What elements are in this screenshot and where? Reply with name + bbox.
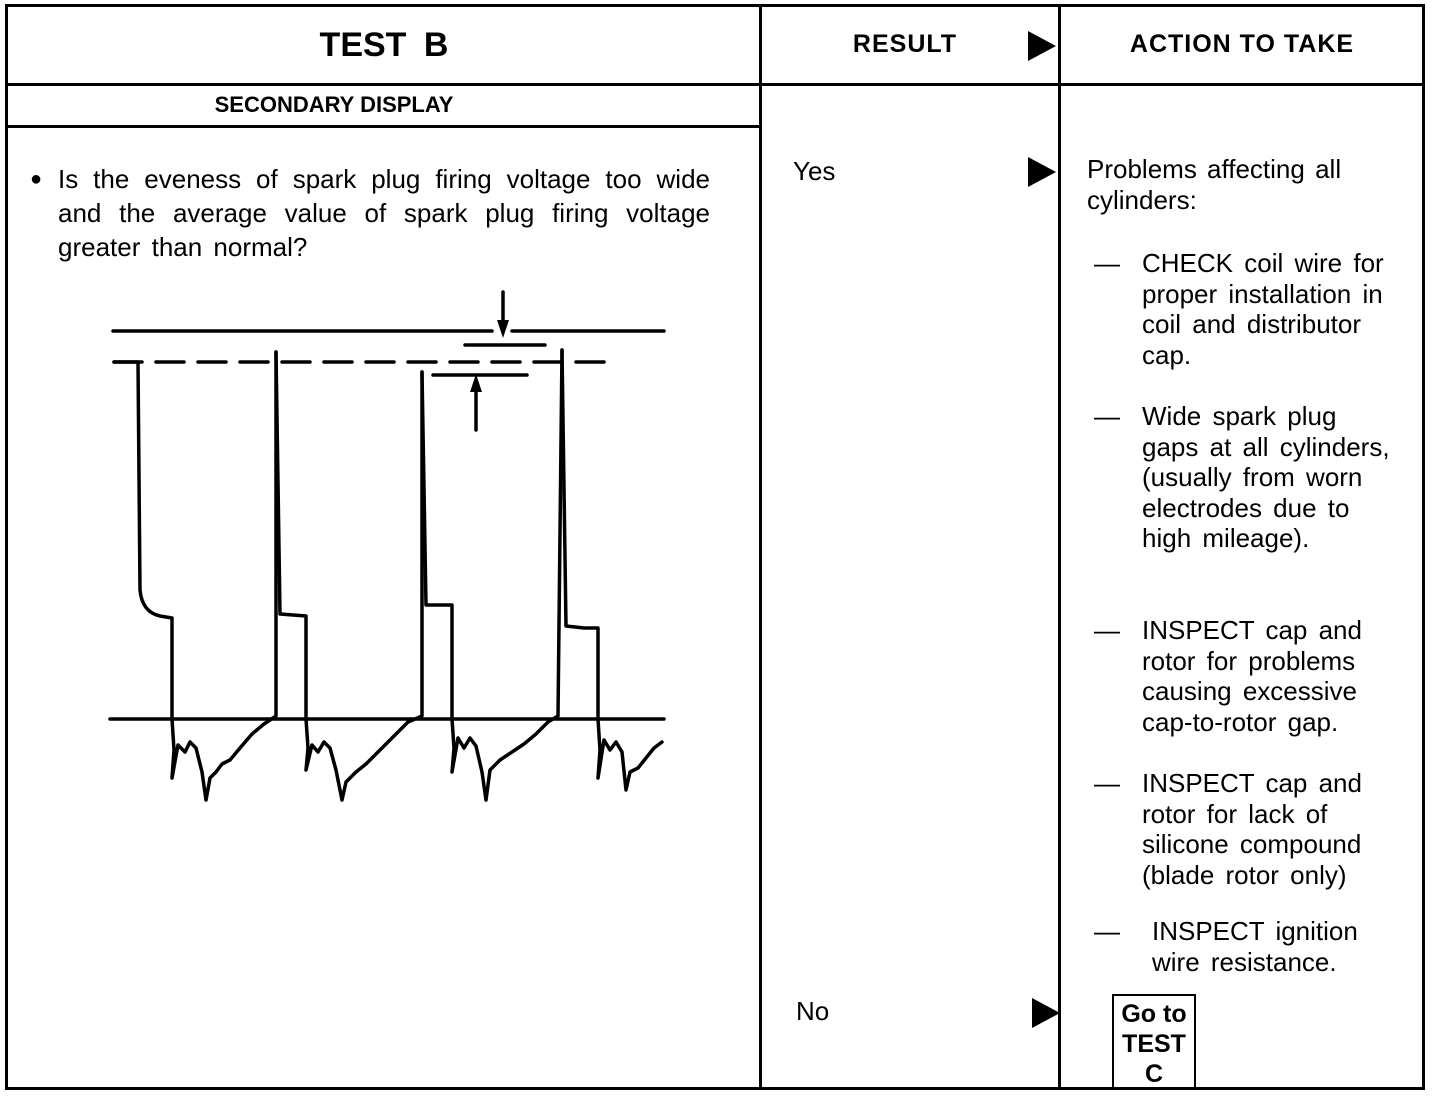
column-divider-2 [1058,4,1061,1090]
action-item: — Wide spark plug gaps at all cylinders,… [1094,401,1414,554]
table-frame [5,4,1425,1090]
action-header: ACTION TO TAKE [1129,30,1355,58]
action-item-text: Wide spark plug gaps at all cylinders, (… [1142,401,1390,553]
action-item-text: CHECK coil wire for proper installation … [1142,248,1384,370]
dash-icon: — [1094,768,1120,798]
goto-line-3: C [1144,1060,1164,1088]
waveform-cylinder-2 [274,350,424,802]
test-title: TEST B [319,26,449,64]
dash-icon: — [1094,615,1120,645]
question-text: Is the eveness of spark plug firing volt… [58,164,710,262]
result-no: No [796,996,830,1026]
up-arrow-head-icon [470,374,482,392]
question-item: ● Is the eveness of spark plug firing vo… [30,162,710,264]
action-item: — INSPECT ignition wire resistance. [1094,916,1414,977]
down-arrow-head-icon [497,320,509,338]
bullet-icon: ● [30,168,43,190]
result-header: RESULT [852,30,958,58]
result-yes: Yes [793,156,836,186]
dash-icon: — [1094,248,1120,278]
action-item-text: INSPECT cap and rotor for lack of silico… [1142,768,1362,890]
action-item-text: INSPECT ignition wire resistance. [1152,916,1358,977]
waveform-cylinder-1 [112,350,278,802]
column-divider-1 [759,4,762,1090]
secondary-waveform-diagram [108,290,666,802]
goto-line-2: TEST [1122,1030,1186,1058]
section-title: SECONDARY DISPLAY [214,92,454,117]
action-item: — INSPECT cap and rotor for lack of sili… [1094,768,1414,890]
waveform-cylinder-3 [420,348,564,802]
action-item-text: INSPECT cap and rotor for problems causi… [1142,615,1362,737]
header-arrow-icon [1028,31,1056,61]
go-to-test-c-box: Go to TEST C [1112,994,1196,1090]
action-intro: Problems affecting all cylinders: [1087,154,1342,215]
action-item: — CHECK coil wire for proper installatio… [1094,248,1414,370]
header-divider [5,83,1425,86]
dash-icon: — [1094,916,1120,946]
dash-icon: — [1094,401,1120,431]
goto-line-1: Go to [1121,1000,1187,1028]
subheader-divider [5,125,761,128]
yes-arrow-icon [1028,157,1056,187]
waveform-cylinder-4 [560,348,664,792]
action-item: — INSPECT cap and rotor for problems cau… [1094,615,1414,737]
no-arrow-icon [1032,998,1060,1028]
